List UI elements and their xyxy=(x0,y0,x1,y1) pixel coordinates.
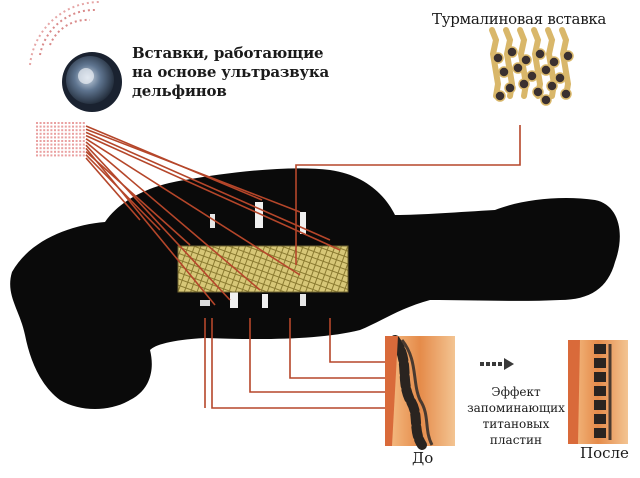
titanium-effect-label: Эффект запоминающих титановых пластин xyxy=(467,385,565,447)
leader-lines xyxy=(85,125,341,306)
after-label: После xyxy=(580,444,629,462)
ultrasound-insert-label: Вставки, работающие на основе ультразвук… xyxy=(132,44,330,100)
arrow-right-icon xyxy=(480,358,514,370)
mesh-insert xyxy=(177,245,349,293)
tourmaline-insert-icon xyxy=(489,27,574,106)
titanium-leaders xyxy=(204,318,395,409)
sound-waves xyxy=(29,0,101,66)
spine-before-image xyxy=(385,335,455,450)
ultrasound-grid xyxy=(36,122,85,157)
spine-after-image xyxy=(568,340,628,444)
tourmaline-insert-label: Турмалиновая вставка xyxy=(432,10,607,28)
speaker-icon xyxy=(62,52,122,112)
tourmaline-leader xyxy=(295,125,521,265)
before-label: До xyxy=(412,449,434,467)
